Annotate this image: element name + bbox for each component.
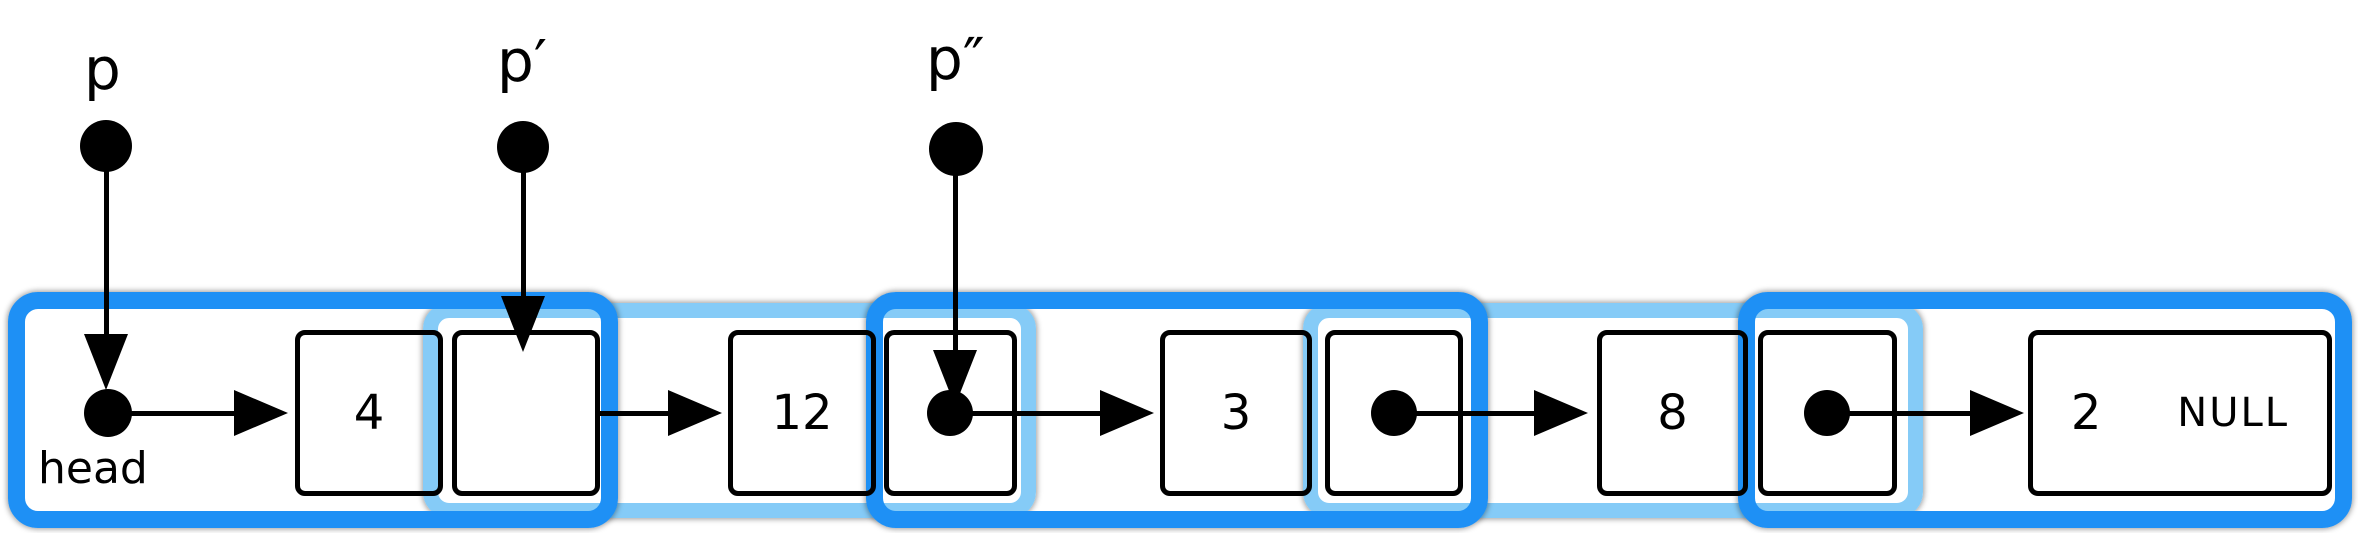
arrow-3-line bbox=[1414, 411, 1536, 416]
node-5-box: 2 NULL bbox=[2028, 330, 2332, 496]
pointer-p-dot bbox=[80, 120, 132, 172]
arrow-4-line bbox=[1847, 411, 1972, 416]
pointer-p-prime-dot bbox=[497, 121, 549, 173]
pointer-p-doubleprime-arrow-line bbox=[953, 174, 958, 350]
head-pointer-dot bbox=[84, 389, 132, 437]
arrow-1-line bbox=[598, 411, 672, 416]
node-5-value: 2 bbox=[2070, 385, 2102, 441]
arrow-2-line bbox=[970, 411, 1102, 416]
pointer-p-doubleprime-label: p″ bbox=[926, 25, 985, 93]
pointer-p-arrow-line bbox=[104, 170, 109, 334]
head-arrowhead-icon bbox=[234, 390, 288, 436]
arrow-3-head-icon bbox=[1534, 390, 1588, 436]
node-1-next-cell bbox=[452, 330, 600, 496]
node-1-value: 4 bbox=[353, 385, 385, 441]
highlight-box-3 bbox=[866, 292, 1488, 528]
node-5-null-label: NULL bbox=[2177, 390, 2290, 436]
pointer-p-label: p bbox=[84, 35, 121, 103]
pointer-p-prime-arrow-line bbox=[521, 172, 526, 298]
highlight-box-5 bbox=[1738, 292, 2352, 528]
node-2-value: 12 bbox=[771, 385, 833, 441]
node-4-value: 8 bbox=[1657, 385, 1688, 441]
node-2-next-dot bbox=[927, 390, 973, 436]
node-4-value-cell: 8 bbox=[1597, 330, 1748, 496]
arrow-4-head-icon bbox=[1970, 390, 2024, 436]
head-label: head bbox=[38, 443, 148, 494]
pointer-p-arrowhead-icon bbox=[84, 334, 128, 390]
pointer-p-doubleprime-dot bbox=[929, 122, 983, 176]
highlight-box-1 bbox=[8, 292, 618, 528]
arrow-2-head-icon bbox=[1100, 390, 1154, 436]
head-arrow-line bbox=[130, 411, 240, 416]
pointer-p-prime-label: p′ bbox=[497, 27, 547, 95]
arrow-1-head-icon bbox=[668, 390, 722, 436]
pointer-p-prime-arrowhead-icon bbox=[501, 296, 545, 352]
node-3-value: 3 bbox=[1220, 385, 1252, 441]
node-3-value-cell: 3 bbox=[1160, 330, 1312, 496]
node-3-next-dot bbox=[1371, 390, 1417, 436]
node-2-value-cell: 12 bbox=[728, 330, 876, 496]
node-1-value-cell: 4 bbox=[295, 330, 443, 496]
node-4-next-dot bbox=[1804, 390, 1850, 436]
